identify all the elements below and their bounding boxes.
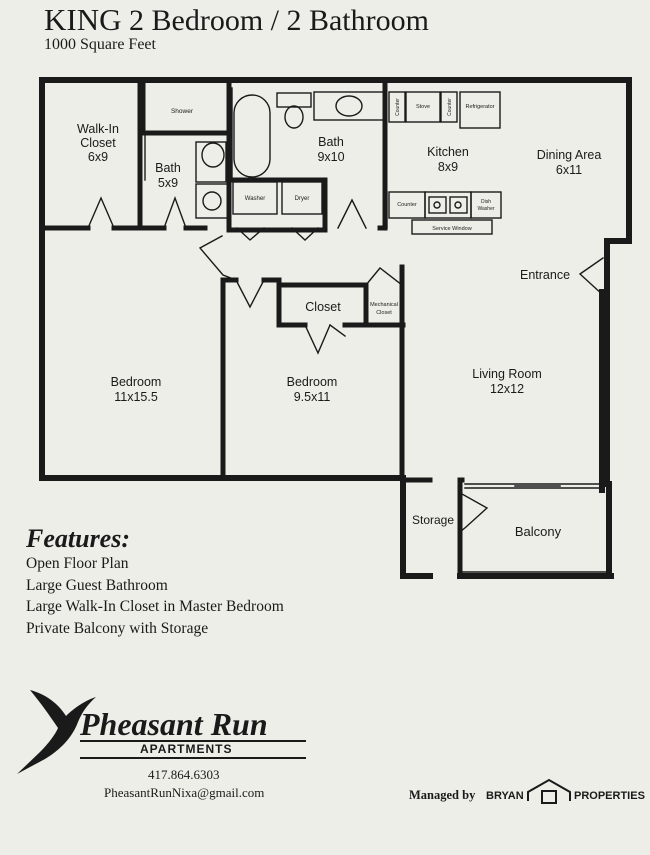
company-name-right: PROPERTIES: [574, 790, 645, 802]
counter-label-left: Counter: [395, 98, 401, 116]
brand-rule-bottom: [80, 757, 306, 759]
balcony-label: Balcony: [515, 524, 562, 539]
kitchen-fixtures: [386, 91, 502, 235]
exterior-walls: [39, 77, 632, 579]
bath-large-size: 9x10: [317, 150, 344, 164]
doors: [87, 195, 604, 533]
bedroom-second-size: 9.5x11: [294, 390, 331, 404]
brand-rule-top: [80, 740, 306, 742]
walkin-closet-label-1: Walk-In: [77, 122, 119, 136]
brand-sub: APARTMENTS: [140, 742, 233, 756]
shower-label: Shower: [171, 108, 194, 115]
kitchen-label: Kitchen: [427, 145, 469, 159]
entrance-label: Entrance: [520, 268, 570, 282]
bryan-house-icon: [527, 778, 571, 804]
washer-label: Washer: [245, 196, 265, 202]
counter-label-bottom: Counter: [397, 202, 417, 208]
title-layout: 2 Bedroom / 2 Bathroom: [129, 4, 429, 37]
company-name-left: BRYAN: [486, 790, 524, 802]
dryer-label: Dryer: [295, 196, 310, 202]
feature-item: Open Floor Plan: [26, 555, 129, 572]
managed-by-label: Managed by: [409, 788, 476, 802]
email-address: PheasantRunNixa@gmail.com: [104, 785, 265, 800]
stove-label: Stove: [416, 104, 430, 110]
balcony-slider: [464, 483, 605, 489]
dining-size: 6x11: [556, 163, 582, 177]
living-room-size: 12x12: [490, 382, 524, 396]
service-window-label: Service Window: [432, 226, 471, 232]
closet-label: Closet: [305, 300, 341, 314]
bedroom-second-label: Bedroom: [287, 375, 338, 389]
bath-fixtures: [144, 87, 385, 219]
dishwasher-label-2: Washer: [477, 206, 494, 212]
mechanical-label-2: Closet: [376, 310, 392, 316]
phone-number: 417.864.6303: [148, 767, 220, 782]
feature-item: Large Walk-In Closet in Master Bedroom: [26, 598, 284, 615]
walkin-closet-label-2: Closet: [80, 136, 116, 150]
bedroom-master-size: 11x15.5: [114, 390, 158, 404]
walkin-closet-size: 6x9: [88, 150, 108, 164]
features-heading: Features:: [26, 524, 130, 553]
dishwasher-label-1: Dish: [481, 199, 491, 205]
living-room-label: Living Room: [472, 367, 541, 381]
page-title: KING 2 Bedroom / 2 Bathroom: [44, 2, 429, 38]
mechanical-label-1: Mechanical: [370, 302, 398, 308]
features-list: Open Floor Plan Large Guest Bathroom Lar…: [26, 553, 284, 639]
bedroom-master-label: Bedroom: [111, 375, 162, 389]
counter-label-right: Counter: [447, 98, 453, 116]
kitchen-size: 8x9: [438, 160, 458, 174]
interior-walls: [39, 77, 465, 579]
pheasant-logo-icon: [17, 690, 96, 774]
dining-label: Dining Area: [537, 148, 602, 162]
refrigerator-label: Refrigerator: [465, 104, 494, 110]
laundry: [232, 181, 323, 215]
bath-large-label: Bath: [318, 135, 344, 149]
brand-name: Pheasant Run: [80, 706, 268, 742]
bath-small-label: Bath: [155, 161, 181, 175]
feature-item: Large Guest Bathroom: [26, 576, 168, 594]
title-king: KING: [44, 2, 122, 37]
bath-small-size: 5x9: [158, 176, 178, 190]
storage-label: Storage: [412, 513, 454, 527]
square-footage: 1000 Square Feet: [44, 36, 156, 53]
feature-item: Private Balcony with Storage: [26, 619, 209, 637]
